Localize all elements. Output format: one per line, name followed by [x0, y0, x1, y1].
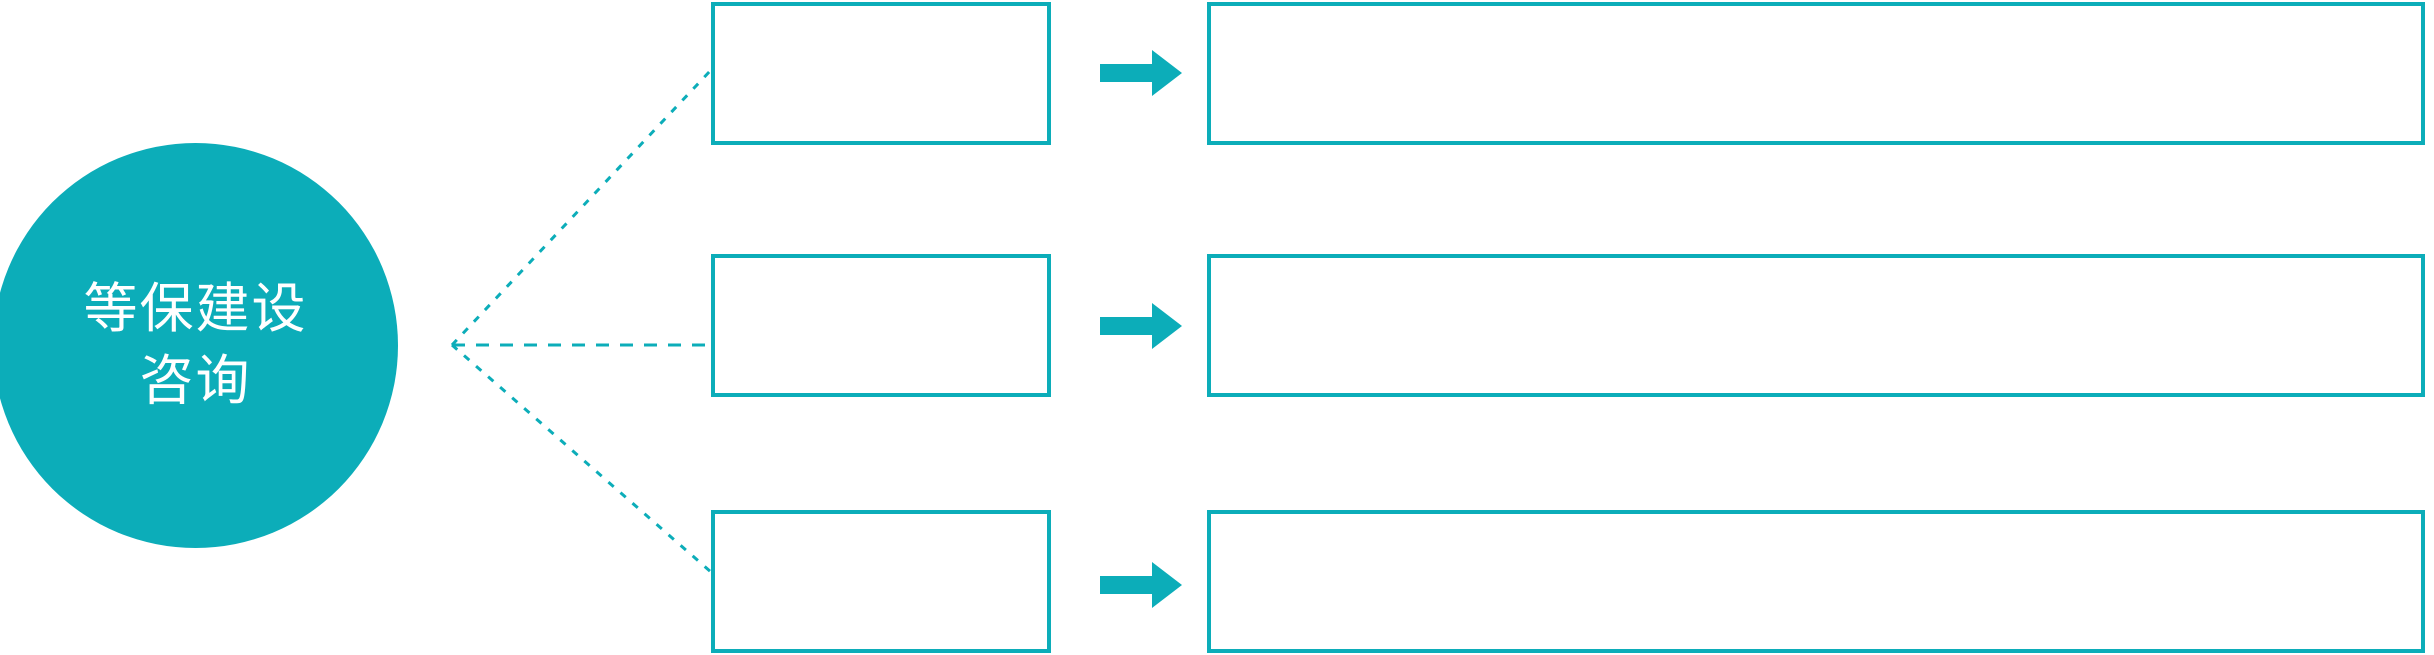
detail-box-row-3[interactable] [1207, 510, 2425, 653]
category-box-row-3-label [715, 514, 1047, 542]
category-box-row-2[interactable] [711, 254, 1051, 397]
category-box-row-2-label [715, 258, 1047, 286]
arrow-right-icon-row-2 [1100, 303, 1182, 349]
connector-line-row-1 [450, 68, 713, 347]
center-node-label: 等保建设 咨询 [83, 279, 308, 411]
center-node-circle[interactable]: 等保建设 咨询 [0, 143, 398, 548]
category-box-row-1-label [715, 6, 1047, 34]
category-box-row-3[interactable] [711, 510, 1051, 653]
arrow-right-icon-row-1 [1100, 50, 1182, 96]
detail-box-row-1[interactable] [1207, 2, 2425, 145]
detail-box-row-2-label [1211, 258, 2421, 286]
arrow-right-icon-row-3 [1100, 562, 1182, 608]
detail-box-row-2[interactable] [1207, 254, 2425, 397]
detail-box-row-1-label [1211, 6, 2421, 34]
connector-line-row-3 [451, 343, 712, 574]
category-box-row-1[interactable] [711, 2, 1051, 145]
detail-box-row-3-label [1211, 514, 2421, 542]
